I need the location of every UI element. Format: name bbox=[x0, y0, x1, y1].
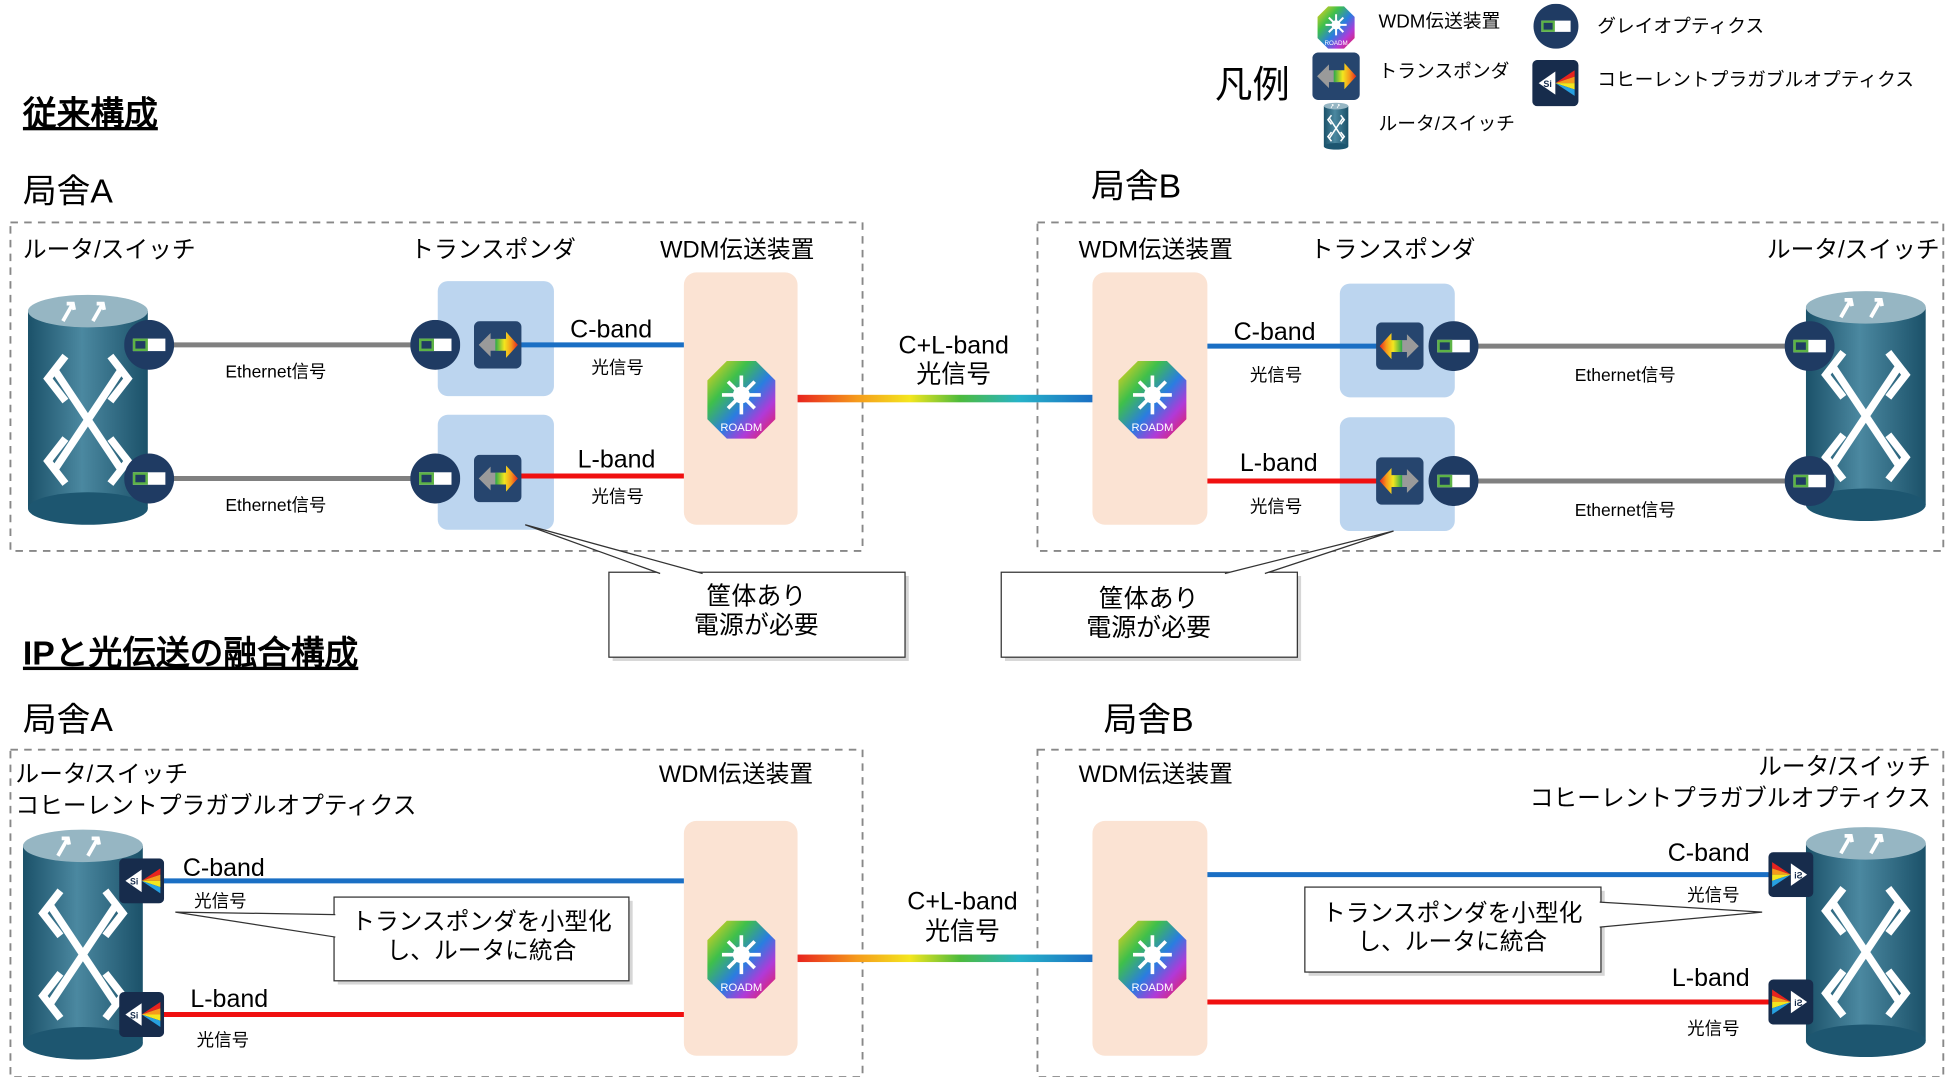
c-band-signal-label: 光信号 bbox=[591, 358, 643, 378]
l-band-signal-label: 光信号 bbox=[1687, 1019, 1739, 1039]
l-band-signal-label: 光信号 bbox=[591, 486, 643, 506]
optics-label: コヒーレントプラガブルオプティクス bbox=[1530, 785, 1931, 812]
callout-chassis-b: 筐体あり 電源が必要 bbox=[1000, 530, 1394, 661]
ethernet-signal-label: Ethernet信号 bbox=[225, 495, 326, 515]
wdm-label: WDM伝送装置 bbox=[1079, 236, 1233, 263]
coherent-pluggable-icon bbox=[1532, 59, 1579, 107]
c-band-signal-label: 光信号 bbox=[1250, 365, 1302, 385]
wdm-label: WDM伝送装置 bbox=[1079, 761, 1233, 788]
coherent-pluggable-icon bbox=[1768, 979, 1814, 1025]
transponder-label: トランスポンダ bbox=[1310, 236, 1476, 263]
callout-chassis-a: 筐体あり 電源が必要 bbox=[524, 524, 909, 661]
c-band-signal-label: 光信号 bbox=[194, 891, 246, 911]
callout-line: トランスポンダを小型化 bbox=[351, 909, 611, 936]
l-band-label: L-band bbox=[1240, 449, 1318, 477]
router-label: ルータ/スイッチ bbox=[23, 237, 196, 263]
section-title-conventional: 従来構成 bbox=[22, 95, 158, 133]
c-band-label: C-band bbox=[1234, 318, 1316, 346]
site-a-title: 局舎A bbox=[23, 701, 113, 739]
legend-title: 凡例 bbox=[1215, 63, 1290, 105]
coherent-pluggable-icon bbox=[119, 992, 165, 1038]
callout-line: 筐体あり bbox=[1099, 585, 1199, 613]
roadm-lettering: ROADM bbox=[1324, 40, 1347, 47]
router-label: ルータ/スイッチ bbox=[15, 762, 188, 788]
legend-label-gray-optics: グレイオプティクス bbox=[1597, 15, 1764, 36]
coherent-pluggable-icon bbox=[1768, 852, 1814, 898]
router-icon bbox=[1806, 827, 1926, 1057]
ethernet-signal-label: Ethernet信号 bbox=[1575, 500, 1676, 520]
callout-integration-b: トランスポンダを小型化 し、ルータに統合 bbox=[1304, 886, 1763, 976]
gray-optics-icon bbox=[124, 319, 175, 370]
callout-line: し、ルータに統合 bbox=[1357, 929, 1547, 956]
router-icon bbox=[1322, 102, 1350, 150]
wdm-label: WDM伝送装置 bbox=[659, 761, 813, 788]
c-l-band-fiber bbox=[797, 394, 1093, 403]
l-band-label: L-band bbox=[1672, 964, 1750, 992]
site-a-title: 局舎A bbox=[23, 172, 113, 210]
legend-label-wdm: WDM伝送装置 bbox=[1379, 10, 1501, 31]
callout-line: 筐体あり bbox=[706, 583, 806, 611]
roadm-lettering: ROADM bbox=[720, 982, 762, 994]
transponder-icon bbox=[1376, 322, 1424, 370]
ethernet-signal-label: Ethernet信号 bbox=[1575, 365, 1676, 385]
gray-optics-icon bbox=[1428, 456, 1479, 507]
callout-line: トランスポンダを小型化 bbox=[1322, 900, 1582, 927]
roadm-lettering: ROADM bbox=[720, 422, 762, 434]
gray-optics-icon bbox=[410, 453, 461, 504]
l-band-signal-label: 光信号 bbox=[197, 1030, 249, 1050]
legend-label-coherent: コヒーレントプラガブルオプティクス bbox=[1597, 69, 1914, 90]
conventional-section: 従来構成 局舎A 局舎B ルータ/スイッチ トランスポンダ WDM伝送装置 RO… bbox=[9, 95, 1945, 661]
l-band-label: L-band bbox=[578, 445, 656, 473]
legend: 凡例 ROADM WDM伝送装置 トランスポンダ ルータ/スイッチ グレイオプテ… bbox=[1215, 3, 1914, 150]
gray-optics-icon bbox=[1533, 3, 1579, 49]
c-band-label: C-band bbox=[570, 315, 652, 343]
site-b-title: 局舎B bbox=[1091, 167, 1181, 205]
optics-label: コヒーレントプラガブルオプティクス bbox=[15, 792, 416, 819]
site-a-boundary bbox=[9, 748, 864, 1077]
ethernet-signal-label: Ethernet信号 bbox=[225, 361, 326, 381]
gray-optics-icon bbox=[1784, 321, 1835, 372]
c-band-label: C-band bbox=[1668, 839, 1750, 867]
gray-optics-icon bbox=[124, 453, 175, 504]
section-title-converged: IPと光伝送の融合構成 bbox=[23, 635, 358, 673]
transponder-icon bbox=[473, 321, 522, 369]
link-signal-label: 光信号 bbox=[916, 360, 991, 388]
transponder-icon bbox=[1376, 457, 1424, 505]
transponder-icon bbox=[473, 454, 522, 503]
router-label: ルータ/スイッチ bbox=[1767, 237, 1940, 263]
callout-line: 電源が必要 bbox=[1086, 614, 1211, 642]
site-b-boundary bbox=[1036, 748, 1945, 1077]
transponder-icon bbox=[1312, 52, 1360, 100]
l-band-signal-label: 光信号 bbox=[1250, 496, 1302, 516]
c-l-band-fiber bbox=[797, 954, 1093, 963]
legend-label-transponder: トランスポンダ bbox=[1379, 60, 1510, 81]
roadm-lettering: ROADM bbox=[1132, 422, 1174, 434]
wdm-label: WDM伝送装置 bbox=[660, 236, 814, 263]
roadm-lettering: ROADM bbox=[1132, 982, 1174, 994]
gray-optics-icon bbox=[1428, 321, 1479, 372]
legend-label-router: ルータ/スイッチ bbox=[1379, 113, 1515, 134]
router-label: ルータ/スイッチ bbox=[1758, 755, 1931, 781]
callout-integration-a: トランスポンダを小型化 し、ルータに統合 bbox=[175, 896, 633, 985]
c-band-label: C-band bbox=[183, 854, 265, 882]
l-band-label: L-band bbox=[190, 985, 268, 1013]
gray-optics-icon bbox=[410, 319, 461, 370]
callout-line: し、ルータに統合 bbox=[387, 937, 577, 964]
converged-section: IPと光伝送の融合構成 局舎A 局舎B ルータ/スイッチ コヒーレントプラガブル… bbox=[9, 635, 1945, 1077]
transponder-label: トランスポンダ bbox=[410, 236, 576, 263]
gray-optics-icon bbox=[1784, 456, 1835, 507]
site-a-boundary bbox=[9, 221, 864, 552]
c-band-signal-label: 光信号 bbox=[1687, 885, 1739, 905]
link-band-label: C+L-band bbox=[899, 332, 1009, 360]
link-band-label: C+L-band bbox=[907, 888, 1017, 916]
callout-line: 電源が必要 bbox=[694, 611, 819, 639]
link-signal-label: 光信号 bbox=[925, 918, 1000, 946]
site-b-title: 局舎B bbox=[1104, 701, 1194, 739]
coherent-pluggable-icon bbox=[119, 858, 165, 904]
